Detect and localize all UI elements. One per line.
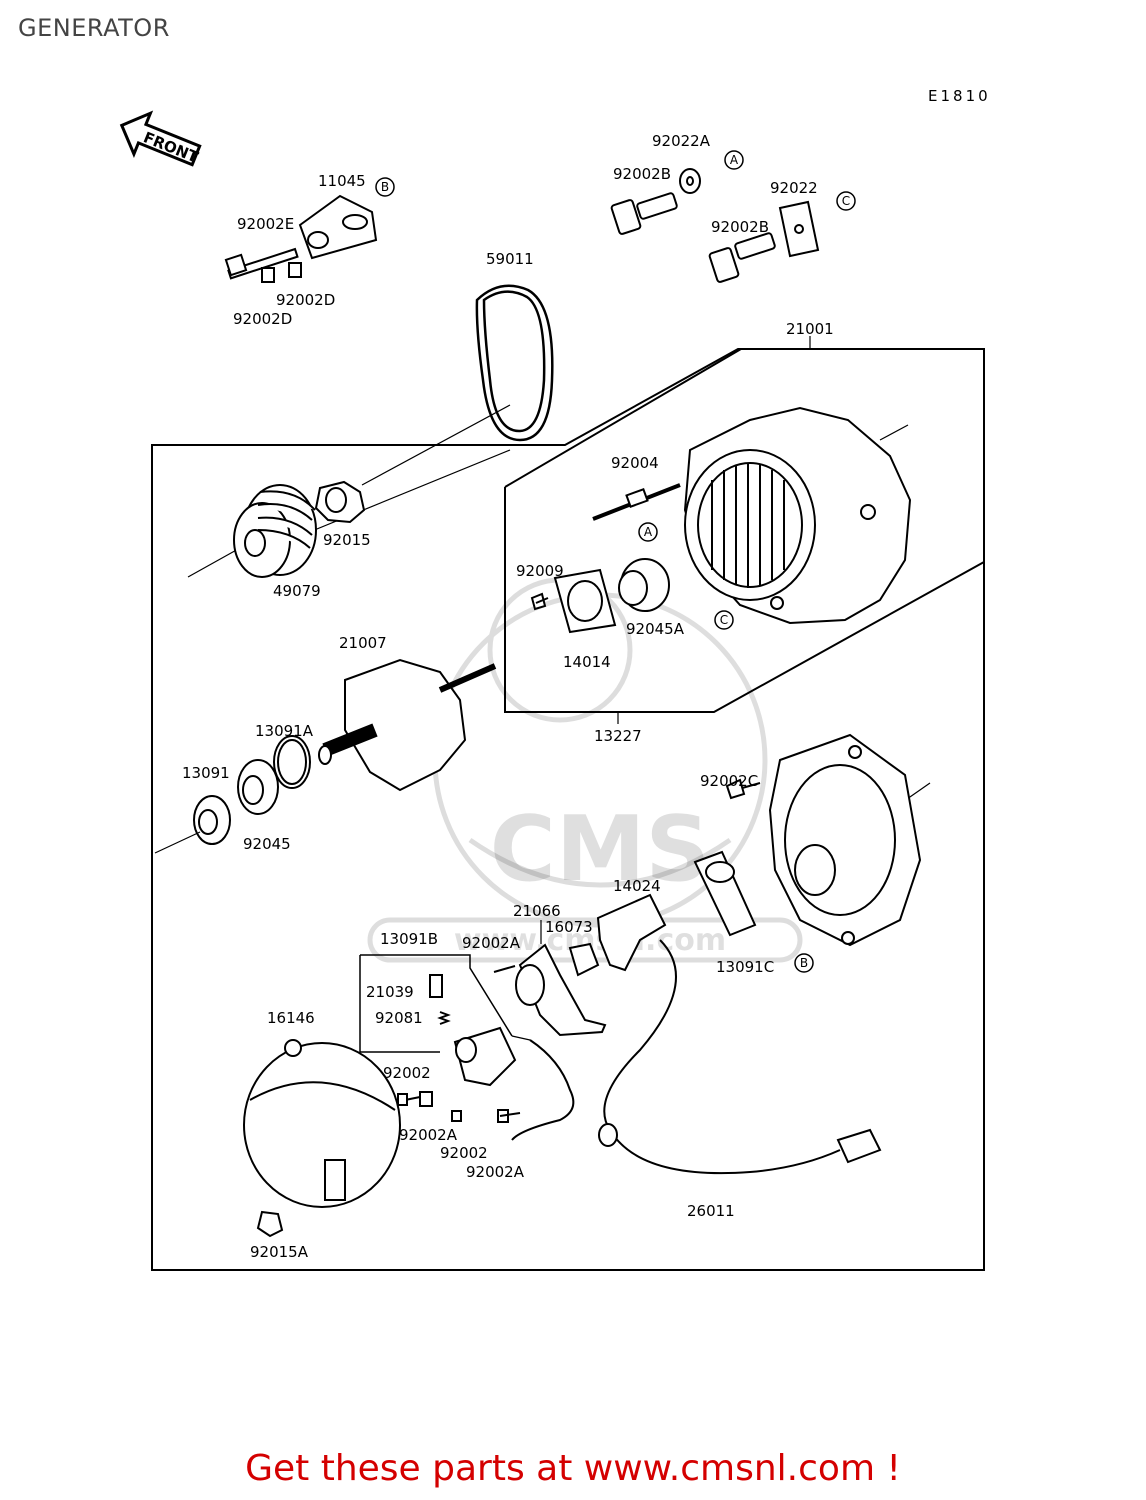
part-label: 26011 <box>687 1202 735 1220</box>
part-label: 92002C <box>700 772 758 790</box>
part-label: 21066 <box>513 902 561 920</box>
small-screws <box>397 1091 521 1123</box>
lead-wire-26011 <box>511 939 882 1175</box>
callout-circle <box>375 177 395 197</box>
part-label: 21007 <box>339 634 387 652</box>
part-label: 92002B <box>613 165 671 183</box>
part-label: 92009 <box>516 562 564 580</box>
rear-cover-16146 <box>243 1039 401 1238</box>
stud-92004 <box>592 483 681 521</box>
page-title: GENERATOR <box>18 14 170 42</box>
part-label: 92002A <box>462 934 521 952</box>
front-arrow-icon: FRONT <box>119 110 202 167</box>
part-label: 92004 <box>611 454 659 472</box>
bearing-seal-set <box>193 735 311 845</box>
callout-letter: C <box>842 194 850 208</box>
exploded-parts-diagram: CMS www.cmsnl.com E1810 FRONT <box>119 87 991 1271</box>
part-label: 92002B <box>711 218 769 236</box>
part-label: 92002D <box>276 291 335 309</box>
callout-letter: A <box>644 525 653 539</box>
pulley-assembly <box>233 480 366 578</box>
part-label: 21001 <box>786 320 834 338</box>
front-housing-21001 <box>683 406 912 625</box>
part-label: 92045 <box>243 835 291 853</box>
rotor-21007 <box>318 658 497 792</box>
part-label: 92002D <box>233 310 292 328</box>
leader-lines <box>154 336 931 1041</box>
part-label: 49079 <box>273 582 321 600</box>
part-label: 21039 <box>366 983 414 1001</box>
callout-circle <box>714 610 734 630</box>
part-label: 92015A <box>250 1243 309 1261</box>
reference-callouts <box>375 150 856 973</box>
part-label: 13227 <box>594 727 642 745</box>
part-label: 92002A <box>466 1163 525 1181</box>
part-label: 92022A <box>652 132 711 150</box>
callout-letter: B <box>381 180 389 194</box>
part-label: 13091A <box>255 722 314 740</box>
callout-letter: B <box>800 956 808 970</box>
part-label: 13091 <box>182 764 230 782</box>
callout-letter: C <box>720 613 728 627</box>
part-label: 92002 <box>383 1064 431 1082</box>
part-label: 92015 <box>323 531 371 549</box>
part-label: 14024 <box>613 877 661 895</box>
part-label: 92081 <box>375 1009 423 1027</box>
footer-link[interactable]: Get these parts at www.cmsnl.com ! <box>245 1448 901 1489</box>
callout-letters: A B C A C B <box>381 153 850 970</box>
part-label: 92002A <box>399 1126 458 1144</box>
part-label: 92002 <box>440 1144 488 1162</box>
watermark-brand: CMS <box>490 797 710 902</box>
assembly-frame <box>151 348 985 1271</box>
rear-housing <box>725 733 922 947</box>
brush-parts <box>429 974 517 1087</box>
callout-letter: A <box>730 153 739 167</box>
brush-holder-parts <box>493 893 667 1037</box>
callout-circle <box>638 522 658 542</box>
part-label: 59011 <box>486 250 534 268</box>
part-label: 92022 <box>770 179 818 197</box>
top-right-hardware <box>610 168 820 283</box>
callout-circle <box>724 150 744 170</box>
part-label: 92045A <box>626 620 685 638</box>
diagram-code: E1810 <box>928 87 991 105</box>
part-labels: 92022A 92002B 92022 92002B 11045 92002E … <box>182 132 834 1261</box>
plate-13091c <box>693 850 757 937</box>
part-label: 14014 <box>563 653 611 671</box>
bracket-assembly <box>224 194 378 283</box>
callout-circle <box>836 191 856 211</box>
part-label: 92002E <box>237 215 294 233</box>
callout-circle <box>794 953 814 973</box>
kit-13091b-box <box>359 954 513 1053</box>
bearing-plate <box>530 558 670 634</box>
belt-59011 <box>475 284 554 442</box>
part-label: 11045 <box>318 172 366 190</box>
part-label: 13091C <box>716 958 774 976</box>
part-label: 16146 <box>267 1009 315 1027</box>
part-label: 16073 <box>545 918 593 936</box>
part-label: 13091B <box>380 930 438 948</box>
